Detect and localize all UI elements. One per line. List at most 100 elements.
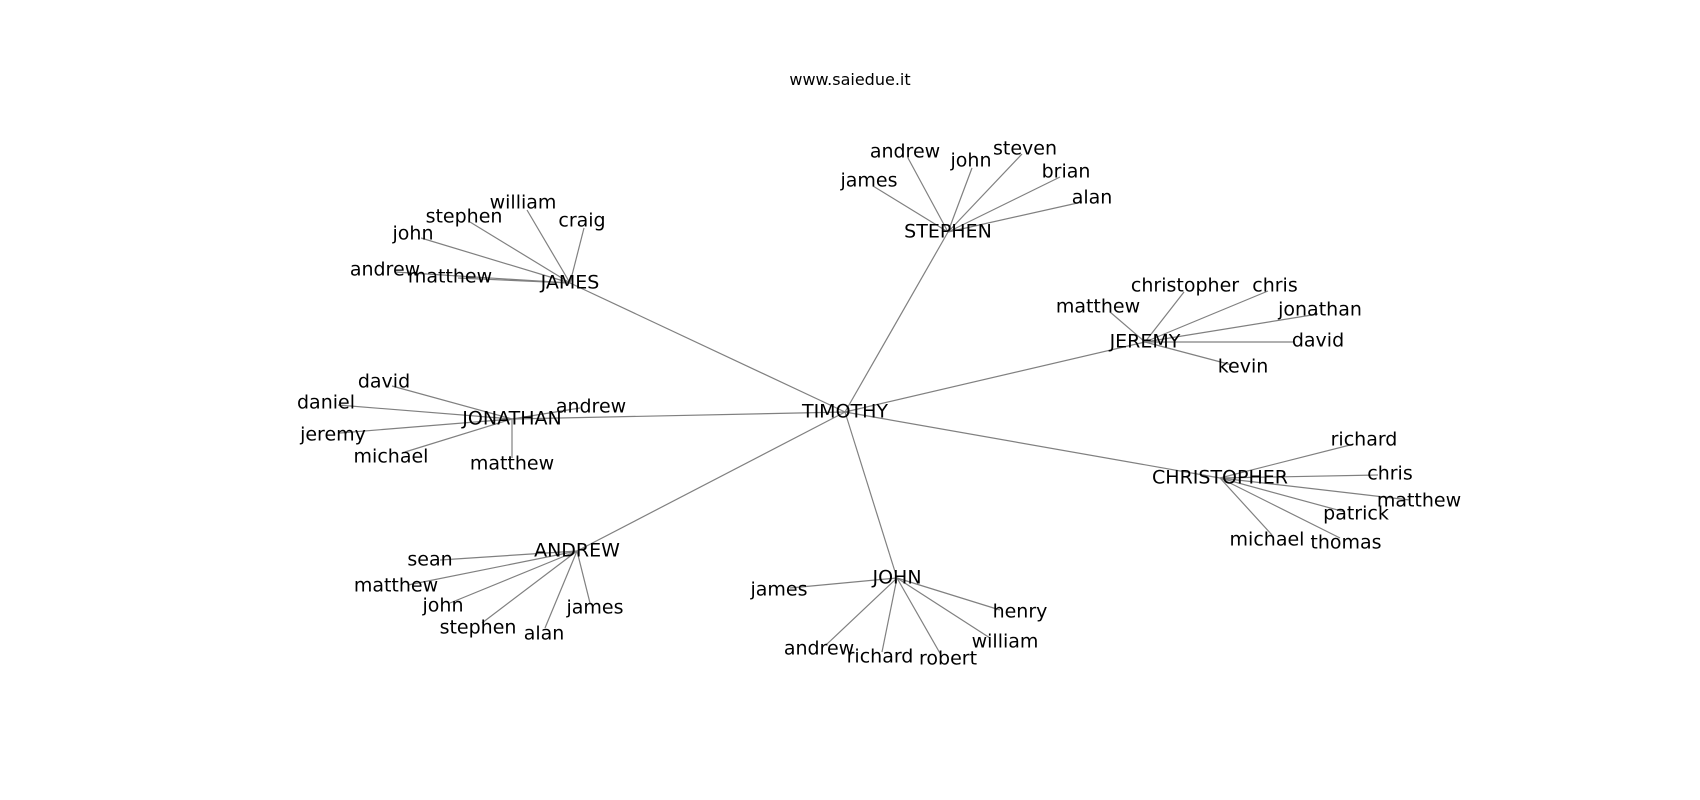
- edge-hub-leaf: [947, 201, 1083, 233]
- leaf-node-label: craig: [558, 210, 605, 232]
- edge-root-hub: [844, 411, 1221, 479]
- leaf-node-label: patrick: [1323, 503, 1389, 525]
- edge-hub-leaf: [1144, 313, 1319, 343]
- hub-node-label: STEPHEN: [904, 221, 992, 243]
- leaf-node-label: andrew: [784, 638, 854, 660]
- edge-hub-leaf: [404, 418, 513, 453]
- edge-root-hub: [844, 231, 949, 413]
- leaf-node-label: kevin: [1218, 356, 1269, 378]
- leaf-node-label: david: [1292, 330, 1344, 352]
- leaf-node-label: daniel: [297, 392, 355, 414]
- leaf-node-label: christopher: [1131, 275, 1239, 297]
- edge-hub-leaf: [1219, 477, 1273, 536]
- leaf-node-label: thomas: [1310, 532, 1381, 554]
- edge-hub-leaf: [457, 277, 571, 284]
- hub-node-label: JONATHAN: [461, 408, 561, 430]
- edge-hub-leaf: [469, 221, 571, 284]
- edge-root-hub: [844, 411, 898, 579]
- leaf-node-label: james: [749, 579, 807, 601]
- leaf-node-label: matthew: [1056, 296, 1140, 318]
- leaf-node-label: john: [950, 150, 992, 172]
- leaf-node-label: chris: [1367, 463, 1412, 485]
- leaf-node-label: andrew: [556, 396, 626, 418]
- leaf-node-label: william: [490, 192, 557, 214]
- edge-hub-leaf: [1219, 474, 1379, 479]
- edge-hub-leaf: [896, 577, 1001, 611]
- edge-hub-leaf: [339, 418, 513, 434]
- leaf-node-label: michael: [354, 446, 429, 468]
- leaf-node-label: james: [565, 597, 623, 619]
- edge-hub-leaf: [481, 550, 578, 624]
- edge-hub-leaf: [896, 577, 942, 656]
- hub-node-label: JOHN: [871, 567, 921, 589]
- edge-hub-leaf: [947, 167, 973, 233]
- edge-root-hub: [569, 282, 846, 413]
- leaf-node-label: andrew: [870, 141, 940, 163]
- leaf-node-label: john: [422, 595, 464, 617]
- edge-hub-leaf: [947, 153, 1023, 233]
- leaf-node-label: stephen: [440, 617, 517, 639]
- leaf-node-label: matthew: [408, 266, 492, 288]
- edge-hub-leaf: [337, 404, 513, 420]
- leaf-node-label: james: [839, 170, 897, 192]
- leaf-node-label: matthew: [1377, 490, 1461, 512]
- edge-hub-leaf: [407, 550, 578, 586]
- hub-node-label: CHRISTOPHER: [1152, 467, 1288, 489]
- edge-hub-leaf: [420, 237, 571, 284]
- edge-hub-leaf: [576, 550, 591, 604]
- edge-hub-leaf: [872, 185, 949, 233]
- edge-hub-leaf: [789, 577, 898, 589]
- edge-hub-leaf: [526, 209, 571, 284]
- leaf-node-label: jonathan: [1277, 299, 1362, 321]
- edge-hub-leaf: [391, 385, 513, 420]
- leaf-node-label: jeremy: [299, 424, 366, 446]
- root-node-label: TIMOTHY: [801, 401, 888, 423]
- edge-hub-leaf: [511, 407, 581, 420]
- edge-hub-leaf: [825, 577, 898, 646]
- edge-hub-leaf: [1219, 477, 1346, 513]
- leaf-node-label: matthew: [470, 453, 554, 475]
- edge-root-hub: [511, 411, 846, 420]
- edge-root-hub: [576, 411, 846, 552]
- edges-layer: [337, 153, 1411, 656]
- edge-hub-leaf: [449, 550, 578, 604]
- hub-node-label: ANDREW: [534, 540, 620, 562]
- edge-hub-leaf: [1219, 477, 1411, 501]
- edge-hub-leaf: [1219, 477, 1341, 539]
- edge-hub-leaf: [1144, 291, 1185, 343]
- edge-hub-leaf: [1109, 311, 1146, 343]
- leaf-node-label: sean: [407, 549, 452, 571]
- leaf-node-label: richard: [1331, 429, 1398, 451]
- edge-hub-leaf: [569, 227, 585, 284]
- edge-hub-leaf: [896, 577, 991, 639]
- edge-hub-leaf: [439, 550, 578, 561]
- edge-hub-leaf: [1144, 290, 1269, 343]
- edge-hub-leaf: [947, 176, 1061, 233]
- leaf-node-label: steven: [993, 138, 1057, 160]
- leaf-node-label: henry: [993, 601, 1048, 623]
- leaf-node-label: chris: [1252, 275, 1297, 297]
- leaf-node-label: david: [358, 371, 410, 393]
- leaf-node-label: william: [972, 631, 1039, 653]
- leaf-node-label: brian: [1042, 161, 1091, 183]
- leaf-node-label: alan: [524, 623, 565, 645]
- edge-hub-leaf: [1219, 443, 1355, 479]
- leaf-node-label: andrew: [350, 259, 420, 281]
- edge-root-hub: [844, 341, 1146, 413]
- edge-hub-leaf: [1144, 341, 1233, 366]
- hub-node-label: JAMES: [540, 272, 600, 294]
- leaf-node-label: richard: [847, 646, 914, 668]
- leaf-node-label: john: [392, 223, 434, 245]
- edge-hub-leaf: [907, 157, 949, 233]
- leaf-node-label: matthew: [354, 575, 438, 597]
- edge-hub-leaf: [881, 577, 898, 653]
- edge-hub-leaf: [544, 550, 578, 629]
- leaf-node-label: michael: [1230, 529, 1305, 551]
- leaf-node-label: alan: [1072, 187, 1113, 209]
- leaf-node-label: stephen: [426, 206, 503, 228]
- leaf-node-label: robert: [919, 648, 977, 670]
- site-title: www.saiedue.it: [789, 70, 911, 89]
- hub-node-label: JEREMY: [1109, 331, 1181, 353]
